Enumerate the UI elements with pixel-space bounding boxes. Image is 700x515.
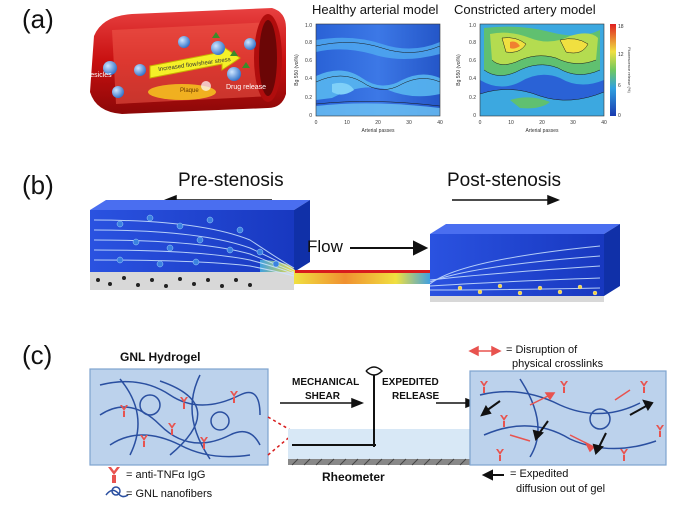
hm1-ytick-3: 0.6 bbox=[305, 58, 312, 64]
hm1-xtick-3: 30 bbox=[406, 120, 412, 126]
hm1-xtick-1: 10 bbox=[344, 120, 350, 126]
hm2-xtick-0: 0 bbox=[479, 120, 482, 126]
panel-label-c: (c) bbox=[22, 340, 53, 370]
panel-label-a: (a) bbox=[22, 4, 54, 34]
legend-fibers: = GNL nanofibers bbox=[126, 488, 213, 500]
cbar-tick-1: 6 bbox=[618, 83, 621, 89]
expedited-label: EXPEDITED bbox=[382, 377, 439, 388]
cbar-tick-2: 12 bbox=[618, 52, 624, 58]
shear-label: SHEAR bbox=[305, 391, 341, 402]
pre-stenosis-label: Pre-stenosis bbox=[178, 170, 284, 191]
colorbar bbox=[610, 24, 616, 116]
panel-label-b: (b) bbox=[22, 170, 54, 200]
hm1-xlabel: Arterial passes bbox=[361, 128, 395, 134]
vessel-illustration bbox=[90, 8, 286, 114]
plaque-label: Plaque bbox=[180, 88, 199, 94]
legend-expedited-2: diffusion out of gel bbox=[516, 483, 606, 495]
hm1-ytick-2: 0.4 bbox=[305, 76, 312, 82]
heatmap-constricted-title: Constricted artery model bbox=[454, 2, 596, 17]
hm2-ytick-0: 0 bbox=[473, 113, 476, 119]
hm1-xtick-2: 20 bbox=[375, 120, 381, 126]
legend-igg: = anti-TNFα IgG bbox=[126, 469, 206, 481]
heatmap-constricted: 0 10 20 30 40 0 0.2 0.4 0.6 0.8 1.0 Arte… bbox=[456, 23, 632, 134]
legend-disruption-1: = Disruption of bbox=[506, 344, 578, 356]
hm2-xlabel: Arterial passes bbox=[525, 128, 559, 134]
legend-disruption-2: physical crosslinks bbox=[512, 358, 604, 370]
legend-expedited-1: = Expedited bbox=[510, 468, 569, 480]
drug-release-label: Drug release bbox=[226, 84, 267, 91]
stenosis-flow-diagram bbox=[90, 194, 620, 302]
hydrogel-schematic bbox=[89, 345, 667, 498]
hm1-ylabel: Bg 550 (vol%) bbox=[294, 54, 300, 86]
cbar-tick-0: 0 bbox=[618, 113, 621, 119]
cbar-label: Fluorescence release (%) bbox=[627, 47, 632, 93]
hm2-xtick-1: 10 bbox=[508, 120, 514, 126]
hm1-ytick-0: 0 bbox=[309, 113, 312, 119]
hm2-ytick-1: 0.2 bbox=[469, 95, 476, 101]
hm2-ylabel: Bg 550 (vol%) bbox=[456, 54, 462, 86]
rheometer-label: Rheometer bbox=[322, 470, 385, 484]
hm1-ytick-4: 0.8 bbox=[305, 40, 312, 46]
hm1-xtick-4: 40 bbox=[437, 120, 443, 126]
hm2-ytick-5: 1.0 bbox=[469, 23, 476, 29]
vesicles-label: Vesicles bbox=[86, 72, 112, 79]
hm2-ytick-4: 0.8 bbox=[469, 40, 476, 46]
heatmap-healthy: 0 10 20 30 40 0 0.2 0.4 0.6 0.8 1.0 Arte… bbox=[294, 23, 443, 134]
release-label: RELEASE bbox=[392, 391, 440, 402]
mechanical-label: MECHANICAL bbox=[292, 377, 360, 388]
hydrogel-title: GNL Hydrogel bbox=[120, 350, 201, 364]
heatmap-healthy-title: Healthy arterial model bbox=[312, 2, 439, 17]
hm2-xtick-2: 20 bbox=[539, 120, 545, 126]
post-stenosis-label: Post-stenosis bbox=[447, 170, 562, 191]
cbar-tick-3: 18 bbox=[618, 24, 624, 30]
hm2-xtick-3: 30 bbox=[570, 120, 576, 126]
hm1-ytick-1: 0.2 bbox=[305, 95, 312, 101]
hm1-xtick-0: 0 bbox=[315, 120, 318, 126]
hm2-ytick-2: 0.4 bbox=[469, 76, 476, 82]
hm2-xtick-4: 40 bbox=[601, 120, 607, 126]
flow-label-b: Flow bbox=[307, 237, 343, 256]
hm2-ytick-3: 0.6 bbox=[469, 58, 476, 64]
hm1-ytick-5: 1.0 bbox=[305, 23, 312, 29]
